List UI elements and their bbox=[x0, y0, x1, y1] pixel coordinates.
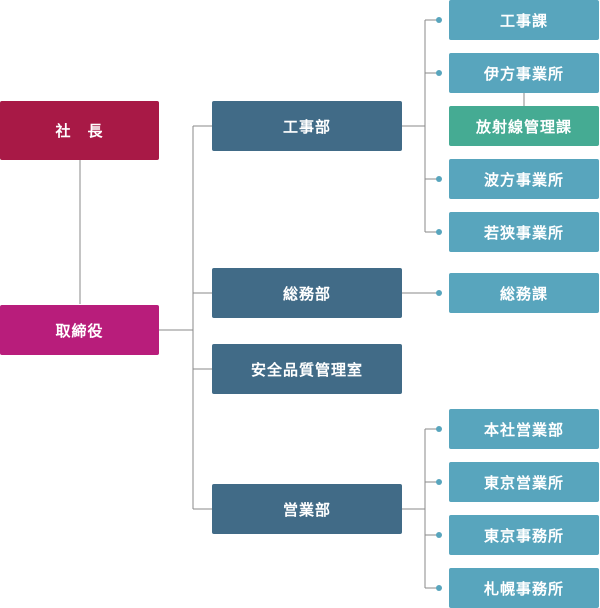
section-tokyo-sales-office: 東京営業所 bbox=[449, 462, 599, 502]
section-wakasa-office: 若狭事業所 bbox=[449, 212, 599, 252]
dept-quality-management: 安全品質管理室 bbox=[212, 344, 402, 394]
dept-sales: 営業部 bbox=[212, 484, 402, 534]
section-construction: 工事課 bbox=[449, 0, 599, 40]
section-head-office-sales: 本社営業部 bbox=[449, 409, 599, 449]
connector-dots bbox=[436, 17, 442, 591]
dept-general-affairs: 総務部 bbox=[212, 268, 402, 318]
president-box: 社 長 bbox=[0, 101, 159, 160]
director-box: 取締役 bbox=[0, 305, 159, 355]
dept-construction: 工事部 bbox=[212, 101, 402, 151]
section-ikata-office: 伊方事業所 bbox=[449, 53, 599, 93]
section-radiation-control: 放射線管理課 bbox=[449, 106, 599, 146]
section-general-affairs: 総務課 bbox=[449, 273, 599, 313]
section-tokyo-office: 東京事務所 bbox=[449, 515, 599, 555]
section-sapporo-office: 札幌事務所 bbox=[449, 568, 599, 608]
section-namikata-office: 波方事業所 bbox=[449, 159, 599, 199]
